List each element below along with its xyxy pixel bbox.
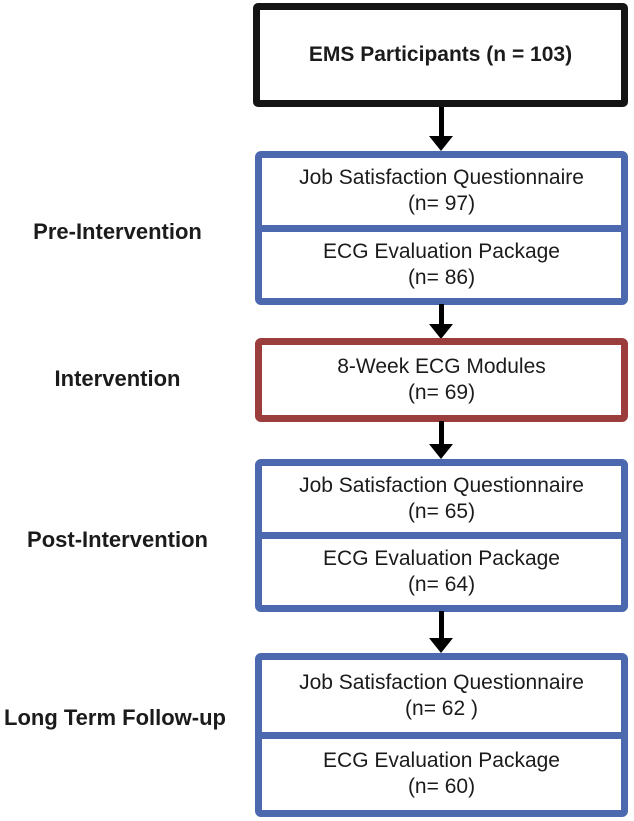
pre-ecg-evaluation-box: ECG Evaluation Package (n= 86) bbox=[262, 224, 621, 298]
box-title: ECG Evaluation Package bbox=[323, 239, 560, 263]
ems-participants-box: EMS Participants (n = 103) bbox=[253, 3, 628, 107]
box-title: Job Satisfaction Questionnaire bbox=[299, 474, 584, 497]
arrow-down-icon bbox=[429, 421, 453, 459]
pre-job-satisfaction-box: Job Satisfaction Questionnaire (n= 97) bbox=[262, 158, 621, 225]
post-intervention-group: Job Satisfaction Questionnaire (n= 65) E… bbox=[255, 459, 628, 612]
arrow-head bbox=[429, 324, 453, 339]
box-title: ECG Evaluation Package bbox=[323, 547, 560, 570]
arrow-down-icon bbox=[429, 304, 453, 339]
box-title: ECG Evaluation Package bbox=[323, 749, 560, 773]
box-n-value: (n= 97) bbox=[407, 192, 476, 216]
post-ecg-evaluation-box: ECG Evaluation Package (n= 64) bbox=[262, 532, 621, 605]
intervention-box: 8-Week ECG Modules (n= 69) bbox=[255, 338, 628, 422]
box-n-value: (n= 86) bbox=[407, 265, 476, 289]
arrow-shaft bbox=[438, 304, 444, 324]
box-n-value: (n= 60) bbox=[407, 775, 476, 799]
arrow-shaft bbox=[438, 421, 444, 444]
arrow-head bbox=[429, 136, 453, 151]
box-n-value: (n= 64) bbox=[407, 573, 476, 596]
post-job-satisfaction-box: Job Satisfaction Questionnaire (n= 65) bbox=[262, 466, 621, 532]
stage-label-post-intervention: Post-Intervention bbox=[27, 527, 208, 552]
box-title: 8-Week ECG Modules bbox=[337, 355, 546, 378]
arrow-down-icon bbox=[429, 107, 453, 151]
arrow-shaft bbox=[438, 107, 444, 136]
stage-label-pre-intervention: Pre-Intervention bbox=[33, 219, 202, 244]
box-n-value: (n= 62 ) bbox=[405, 696, 478, 720]
long-term-follow-up-group: Job Satisfaction Questionnaire (n= 62 ) … bbox=[255, 653, 628, 817]
box-title: Job Satisfaction Questionnaire bbox=[299, 166, 584, 190]
arrow-head bbox=[429, 638, 453, 653]
box-n-value: (n= 65) bbox=[407, 500, 476, 523]
lt-job-satisfaction-box: Job Satisfaction Questionnaire (n= 62 ) bbox=[262, 660, 621, 732]
arrow-head bbox=[429, 444, 453, 459]
stage-label-long-term-follow-up: Long Term Follow-up bbox=[4, 705, 226, 730]
stage-label-intervention: Intervention bbox=[54, 366, 181, 391]
pre-intervention-group: Job Satisfaction Questionnaire (n= 97) E… bbox=[255, 151, 628, 305]
ems-participants-label: EMS Participants (n = 103) bbox=[308, 43, 573, 66]
arrow-shaft bbox=[438, 611, 444, 638]
lt-ecg-evaluation-box: ECG Evaluation Package (n= 60) bbox=[262, 731, 621, 810]
box-n-value: (n= 69) bbox=[407, 381, 476, 404]
box-title: Job Satisfaction Questionnaire bbox=[299, 670, 584, 694]
arrow-down-icon bbox=[429, 611, 453, 653]
